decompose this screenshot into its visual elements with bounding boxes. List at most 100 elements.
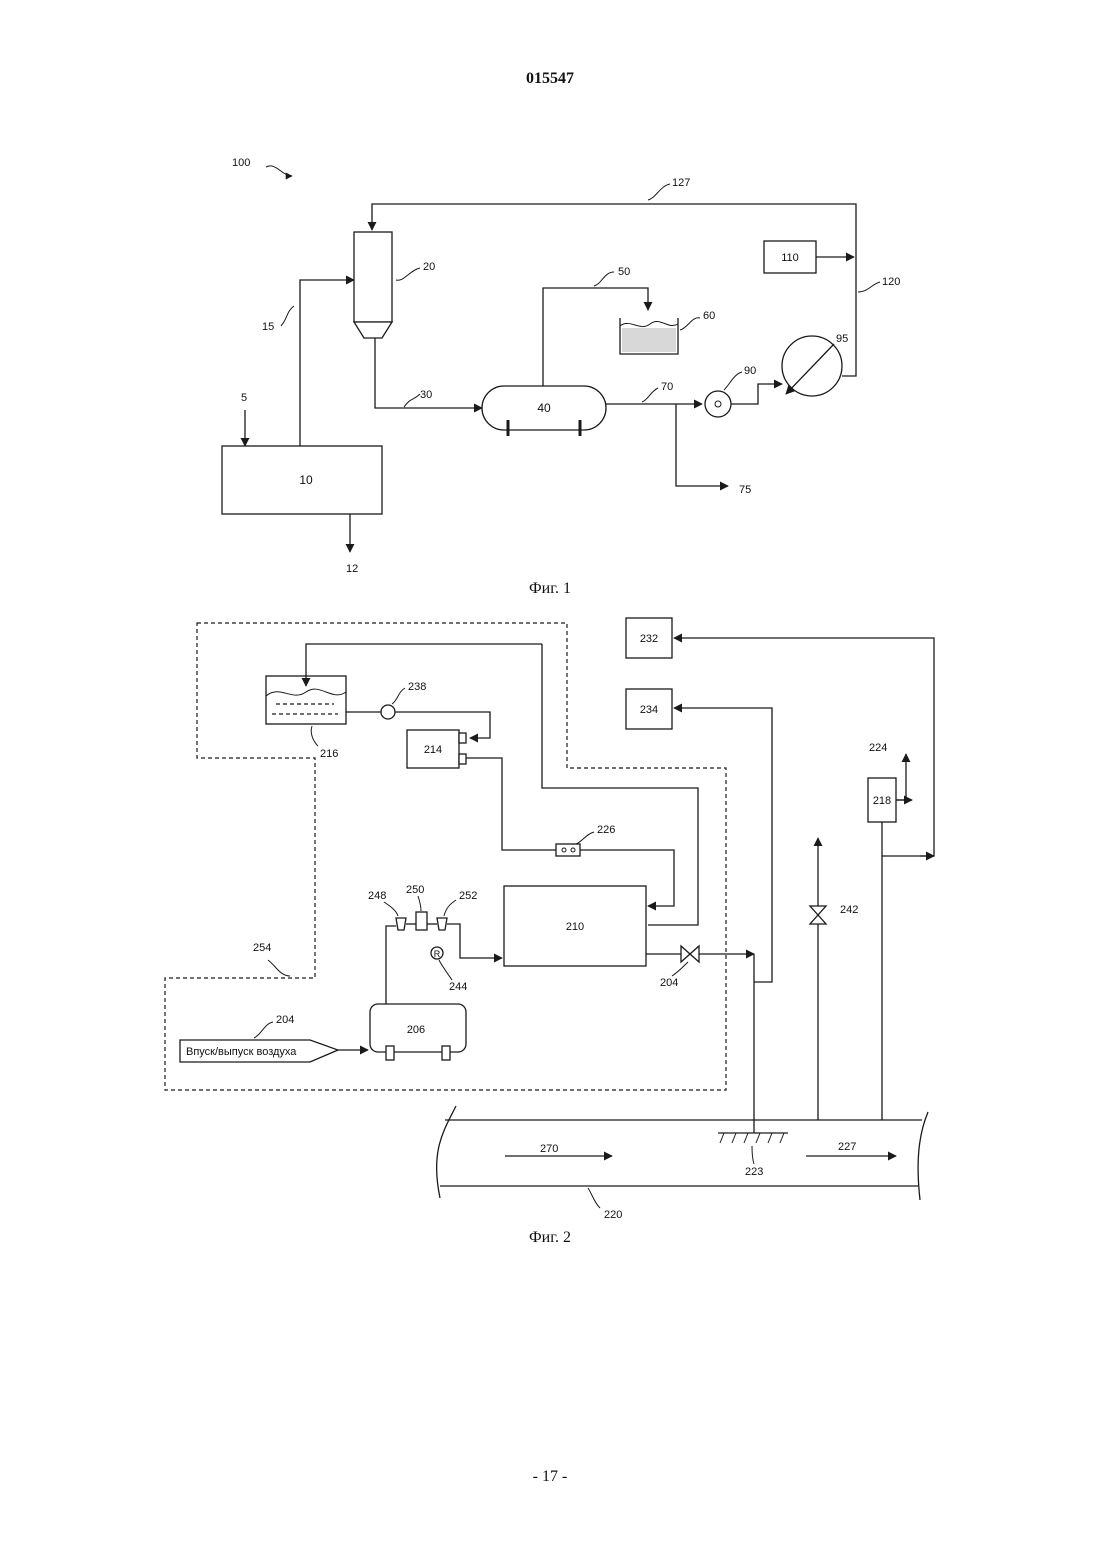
pointer-70	[642, 388, 658, 402]
tank-206-leg-left	[386, 1046, 394, 1060]
label-line-30: 30	[420, 389, 432, 401]
label-tank-60: 60	[703, 310, 715, 322]
figure-2-caption: Фиг. 2	[529, 1229, 571, 1246]
label-pump-238: 238	[408, 681, 426, 693]
label-f-248: 248	[368, 890, 386, 902]
figure-1-caption: Фиг. 1	[529, 580, 571, 597]
label-system-100: 100	[232, 157, 250, 169]
line-218-to-224	[896, 754, 906, 800]
pointer-252	[444, 900, 456, 916]
pointer-223	[752, 1146, 754, 1164]
label-feed-5: 5	[241, 392, 247, 404]
pointer-90	[724, 372, 742, 390]
label-out-12: 12	[346, 563, 358, 575]
unit-10-label: 10	[299, 473, 313, 487]
label-f-250: 250	[406, 884, 424, 896]
line-to-234	[674, 708, 772, 982]
label-pump-90: 90	[744, 365, 756, 377]
pointer-250	[418, 896, 421, 911]
fitting-248	[396, 918, 406, 930]
line-120-127	[372, 204, 856, 376]
label-pipe-220: 220	[604, 1209, 622, 1221]
label-valve-242: 242	[840, 904, 858, 916]
line-to-232	[674, 638, 934, 856]
tank-60-fill	[622, 328, 676, 352]
label-line-70: 70	[661, 381, 673, 393]
line-15	[300, 280, 354, 446]
line-fittings-to-210	[447, 924, 502, 958]
unit-214-port-top	[459, 733, 466, 743]
fitting-252	[437, 918, 447, 930]
label-flow-270: 270	[540, 1143, 558, 1155]
label-filter-226: 226	[597, 824, 615, 836]
label-valve-204: 204	[660, 977, 678, 989]
pointer-238	[392, 688, 405, 704]
label-unit-110: 110	[781, 252, 799, 264]
pump-90	[705, 391, 731, 417]
pointer-226	[576, 832, 594, 844]
pointer-216	[311, 726, 318, 746]
tank-60-liquid-surface	[620, 321, 678, 326]
label-unit-210: 210	[566, 921, 584, 933]
pointer-244	[439, 960, 452, 980]
pointer-248	[384, 902, 398, 916]
probe-223-tooth-4	[756, 1133, 760, 1143]
label-vessel-40: 40	[537, 401, 551, 415]
figure-1: 100 10 5 12 15 20 30 40 50	[222, 157, 900, 597]
filter-226	[556, 844, 580, 856]
regulator-244-symbol: R	[434, 949, 441, 959]
pointer-60	[680, 318, 700, 330]
label-probe-223: 223	[745, 1166, 763, 1178]
fitting-250	[416, 912, 427, 930]
pointer-15	[281, 306, 294, 326]
column-20-body	[354, 232, 392, 322]
air-inlet-outlet-label: Впуск/выпуск воздуха	[186, 1046, 297, 1058]
valve-242	[810, 906, 826, 924]
label-line-127: 127	[672, 177, 690, 189]
label-enclosure-254: 254	[253, 942, 271, 954]
label-line-120: 120	[882, 276, 900, 288]
probe-223-tooth-5	[768, 1133, 772, 1143]
pointer-30	[404, 394, 420, 407]
label-unit-232: 232	[640, 633, 658, 645]
label-unit-214: 214	[424, 744, 442, 756]
pointer-valve-204	[672, 962, 688, 976]
unit-214-port-bottom	[459, 754, 466, 764]
label-tank-216: 216	[320, 748, 338, 760]
label-line-50: 50	[618, 266, 630, 278]
probe-223-tooth-3	[744, 1133, 748, 1143]
label-out-75: 75	[739, 484, 751, 496]
pointer-100	[266, 166, 292, 176]
label-hx-95: 95	[836, 333, 848, 345]
tank-206-leg-right	[442, 1046, 450, 1060]
label-air-204: 204	[276, 1014, 294, 1026]
pipe-220-break-right	[918, 1112, 928, 1200]
label-unit-218: 218	[873, 795, 891, 807]
pointer-20	[396, 268, 420, 280]
label-reg-244: 244	[449, 981, 467, 993]
probe-223-tooth-2	[732, 1133, 736, 1143]
pump-238	[381, 705, 395, 719]
label-tank-206: 206	[407, 1024, 425, 1036]
valve-204	[681, 946, 699, 962]
label-line-15: 15	[262, 321, 274, 333]
label-unit-234: 234	[640, 704, 658, 716]
figure-2: 254 216 238 214 226 210	[165, 618, 934, 1246]
label-flow-227: 227	[838, 1141, 856, 1153]
pointer-254	[268, 960, 290, 976]
document-number: 015547	[526, 70, 574, 87]
page-number: - 17 -	[533, 1468, 568, 1485]
probe-223-tooth-1	[720, 1133, 724, 1143]
label-unit-20: 20	[423, 261, 435, 273]
pointer-220	[588, 1188, 600, 1208]
line-pump-to-hx	[731, 384, 782, 404]
pointer-120	[858, 282, 880, 292]
column-20-cone	[354, 322, 392, 338]
probe-223-tooth-6	[780, 1133, 784, 1143]
pointer-127	[648, 184, 670, 200]
line-206-to-fittings	[386, 926, 396, 1004]
label-f-252: 252	[459, 890, 477, 902]
pointer-50	[594, 272, 614, 286]
pointer-air-204	[254, 1022, 273, 1038]
